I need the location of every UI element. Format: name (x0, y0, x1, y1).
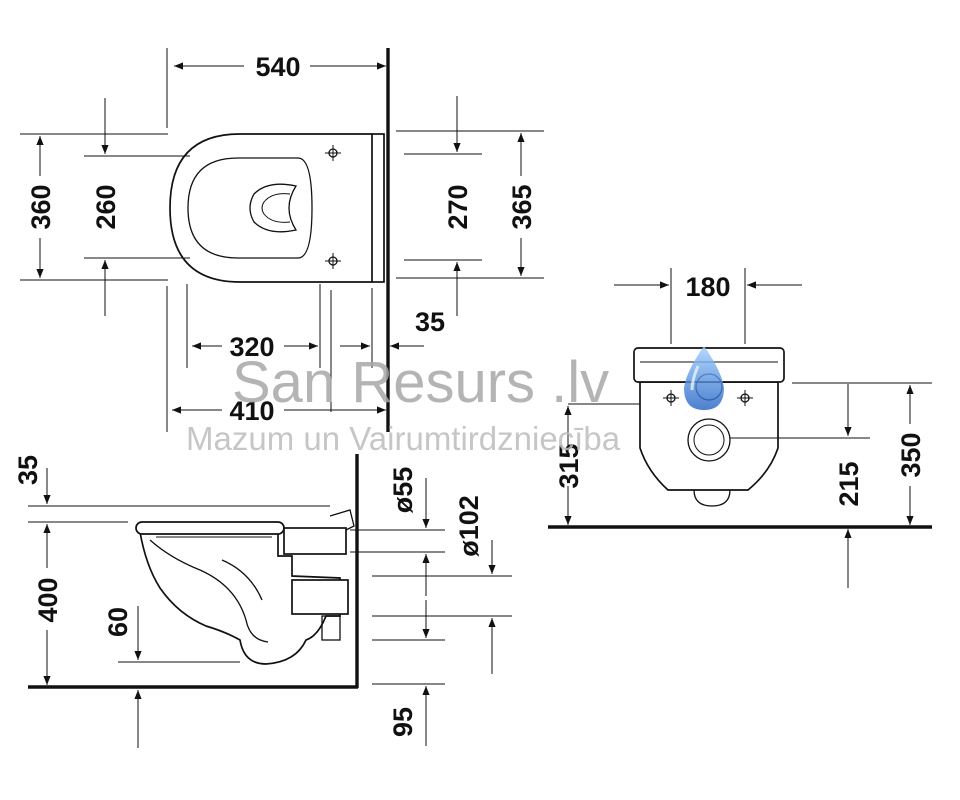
side-outlet (291, 579, 349, 615)
top-flush-inner (261, 193, 291, 223)
side-seat (135, 521, 285, 535)
watermark-tagline: Mazum un Vairumtirdzniecība (186, 420, 621, 457)
dim-55-label: ø55 (388, 467, 418, 514)
top-fixing-hole-upper (325, 145, 341, 161)
top-bowl-outline (169, 133, 372, 283)
dim-102-label: ø102 (454, 495, 484, 557)
front-bowl (639, 381, 779, 491)
dim-315-label: 315 (554, 443, 584, 488)
side-view: 35 400 60 ø55 ø102 95 (13, 454, 512, 748)
dim-35-side-label: 35 (13, 455, 43, 485)
side-inlet-cap (329, 509, 355, 531)
side-outlet-pipe (321, 615, 341, 641)
dim-35-top-label: 35 (415, 307, 445, 337)
side-inlet (283, 527, 347, 555)
top-view: 540 360 260 270 365 320 35 (20, 48, 544, 432)
top-bowl-opening (187, 157, 313, 259)
dim-95-label: 95 (388, 707, 418, 737)
front-outlet (693, 489, 731, 507)
water-drop-icon (684, 346, 724, 410)
dim-320-label: 320 (229, 332, 274, 362)
dim-410-label: 410 (229, 396, 274, 426)
top-flush-rim (249, 183, 298, 233)
dim-60-label: 60 (103, 607, 133, 637)
top-fixing-hole-lower (325, 253, 341, 269)
dim-360-label: 360 (26, 184, 56, 229)
watermark: San Resurs .lv Mazum un Vairumtirdzniecī… (186, 346, 724, 457)
side-bowl-inner (149, 539, 269, 643)
dim-365-label: 365 (507, 184, 537, 229)
dim-260-label: 260 (91, 184, 121, 229)
dim-180-label: 180 (685, 272, 730, 302)
front-fixing-hole-right (737, 390, 753, 406)
watermark-brand: San Resurs .lv (232, 350, 609, 415)
front-outlet-ring-outer (687, 418, 731, 462)
top-bowl-back (371, 133, 385, 283)
dim-215-label: 215 (834, 461, 864, 506)
front-outlet-ring-inner (693, 424, 725, 456)
side-bowl-trap (221, 559, 263, 601)
dim-400-label: 400 (33, 577, 63, 622)
dim-540-label: 540 (255, 52, 300, 82)
front-fixing-hole-left (663, 390, 679, 406)
dim-270-label: 270 (443, 184, 473, 229)
dim-350-label: 350 (896, 432, 926, 477)
